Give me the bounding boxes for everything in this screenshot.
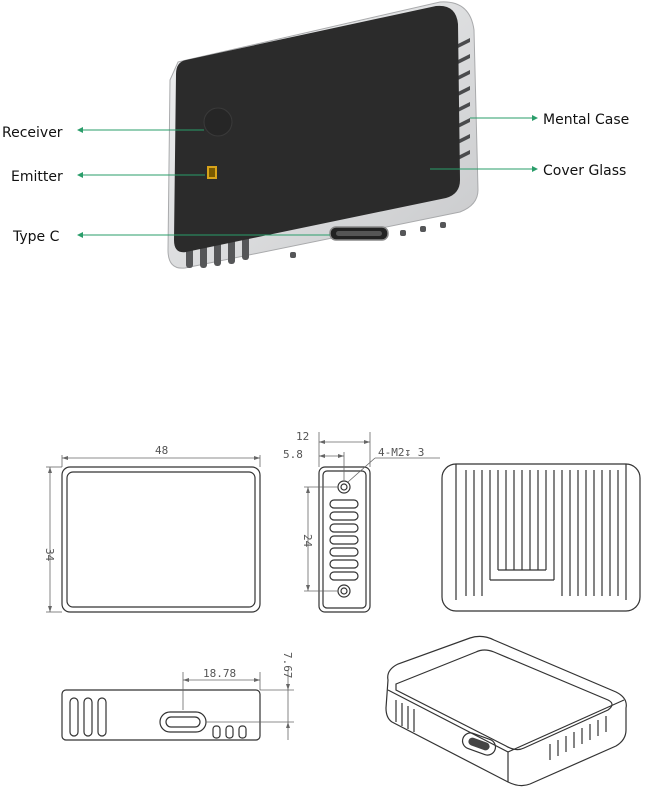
dim-hole-offset: 5.8 [283, 448, 303, 461]
label-emitter: Emitter [11, 169, 63, 185]
back-view [441, 463, 641, 612]
callout-leaders [77, 115, 538, 238]
dim-hole-spec: 4-M2↧ 3 [378, 446, 424, 459]
bottom-view: 18.78 7.67 [61, 652, 294, 741]
back-fins [465, 470, 619, 596]
label-type-c: Type C [12, 229, 60, 245]
cover-glass [174, 5, 460, 253]
side-view: 12 5.8 4-M2↧ 3 24 [283, 430, 440, 613]
receiver-lens [203, 107, 233, 137]
front-view: 48 34 [43, 444, 261, 613]
side-slots [329, 499, 359, 581]
dim-port-width: 18.78 [203, 667, 236, 680]
iso-fins [395, 700, 607, 760]
dim-port-offset: 7.67 [281, 652, 294, 679]
iso-view [385, 635, 627, 787]
dim-slot-span: 24 [301, 534, 314, 548]
dim-width: 48 [155, 444, 168, 457]
label-mental-case: Mental Case [543, 112, 629, 128]
bottom-fins [69, 697, 247, 739]
label-receiver: Receiver [2, 125, 63, 141]
dim-height: 34 [43, 548, 56, 562]
side-fins [458, 38, 470, 160]
label-cover-glass: Cover Glass [543, 163, 626, 179]
device-render [167, 1, 479, 269]
dim-depth: 12 [296, 430, 309, 443]
